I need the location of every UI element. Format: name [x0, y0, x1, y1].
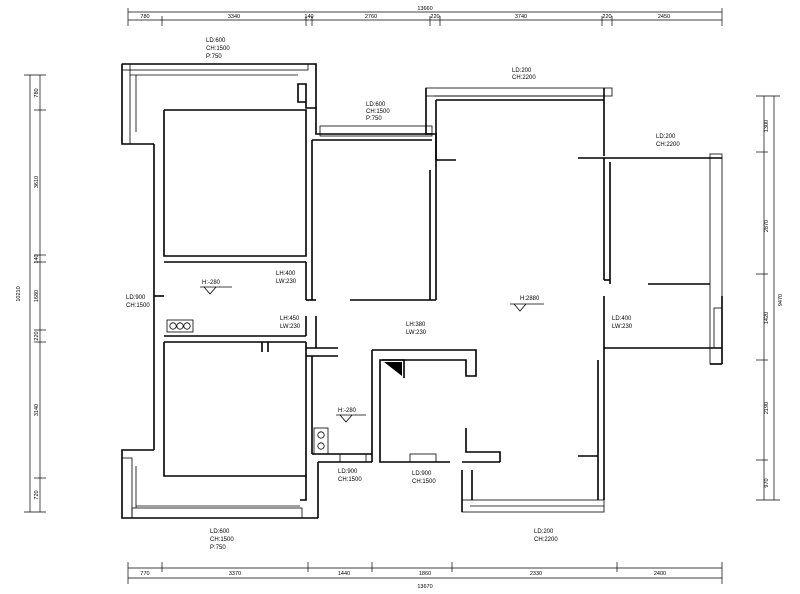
left-total-dim: 10210	[16, 286, 22, 301]
bottom-window-b-ch: CH:1500	[412, 479, 436, 485]
level-markers	[200, 286, 544, 423]
bottom-dim-5: 2330	[530, 571, 542, 577]
room-labels: LD:600 CH:1500 P:750 LD:600 CH:1500 P:75…	[126, 38, 680, 551]
right-opening-ld: LD:400	[612, 316, 632, 322]
bottom-window-a-ld: LD:900	[338, 469, 358, 475]
left-dimension-line: 10210 780 3610 140 1680 220 3140 720	[16, 74, 46, 513]
left-dim-6: 3140	[34, 404, 40, 416]
bedroom-top-window-p: P:750	[206, 54, 222, 60]
right-dim-5: 970	[764, 478, 770, 487]
top-dim-3: 140	[304, 14, 313, 20]
hall-opening-lh: LH:450	[280, 316, 300, 322]
left-window-ch: CH:1500	[126, 303, 150, 309]
top-dimension-line: 13660 780 3340 140 2760 220 3740 220 245…	[127, 6, 723, 26]
right-room-window-ld: LD:200	[656, 134, 676, 140]
bottom-dim-2: 3370	[229, 571, 241, 577]
hall-opening-lw: LW:230	[280, 324, 301, 330]
bottom-total-dim: 13670	[417, 584, 432, 590]
kitchen-opening-lh: LH:380	[406, 322, 426, 328]
bath-level: H:-280	[202, 280, 221, 286]
corridor-window-ch: CH:1500	[366, 109, 390, 115]
right-dim-4: 2190	[764, 402, 770, 414]
top-dim-4: 2760	[365, 14, 377, 20]
bottom-dim-3: 1440	[338, 571, 350, 577]
bottom-dim-1: 770	[140, 571, 149, 577]
right-dimension-line: 1300 2870 1420 2190 970 9470	[756, 95, 784, 501]
left-dim-3: 140	[34, 254, 40, 263]
living-top-window-ch: CH:2200	[512, 75, 536, 81]
top-dim-1: 780	[140, 14, 149, 20]
top-total-dim: 13660	[417, 6, 432, 12]
bottom-window-b-ld: LD:900	[412, 471, 432, 477]
bath2-level: H:-280	[338, 408, 357, 414]
bath-opening-lw: LW:230	[276, 279, 297, 285]
left-dim-1: 780	[34, 88, 40, 97]
right-dim-1: 1300	[764, 120, 770, 132]
bottom-window-a-ch: CH:1500	[338, 477, 362, 483]
bottom-dim-4: 1860	[419, 571, 431, 577]
bath-opening-lh: LH:400	[276, 271, 296, 277]
right-room-window-ch: CH:2200	[656, 142, 680, 148]
corridor-window-ld: LD:600	[366, 102, 386, 108]
right-dim-2: 2870	[764, 220, 770, 232]
living-height: H:2880	[520, 296, 540, 302]
bedroom-bottom-window-ch: CH:1500	[210, 537, 234, 543]
living-bottom-window-ld: LD:200	[534, 529, 554, 535]
living-bottom-window-ch: CH:2200	[534, 537, 558, 543]
bottom-dimension-line: 770 3370 1440 1860 2330 2400 13670	[127, 562, 723, 590]
top-dim-6: 3740	[515, 14, 527, 20]
bedroom-bottom-window-p: P:750	[210, 545, 226, 551]
left-dim-4: 1680	[34, 290, 40, 302]
top-dim-5: 220	[430, 14, 439, 20]
kitchen-opening-lw: LW:230	[406, 330, 427, 336]
right-total-dim: 9470	[778, 294, 784, 306]
bedroom-bottom-window-ld: LD:600	[210, 529, 230, 535]
living-top-window-ld: LD:200	[512, 68, 532, 74]
corridor-window-p: P:750	[366, 116, 382, 122]
left-window-ld: LD:900	[126, 295, 146, 301]
left-dim-5: 220	[34, 331, 40, 340]
top-dim-8: 2450	[658, 14, 670, 20]
bedroom-top-window-ch: CH:1500	[206, 46, 230, 52]
top-dim-7: 220	[602, 14, 611, 20]
top-dim-2: 3340	[228, 14, 240, 20]
bottom-dim-6: 2400	[654, 571, 666, 577]
walls	[121, 63, 723, 519]
left-dim-2: 3610	[34, 176, 40, 188]
bedroom-top-window-ld: LD:600	[206, 38, 226, 44]
right-dim-3: 1420	[764, 312, 770, 324]
left-dim-7: 720	[34, 490, 40, 499]
right-opening-lw: LW:230	[612, 324, 633, 330]
